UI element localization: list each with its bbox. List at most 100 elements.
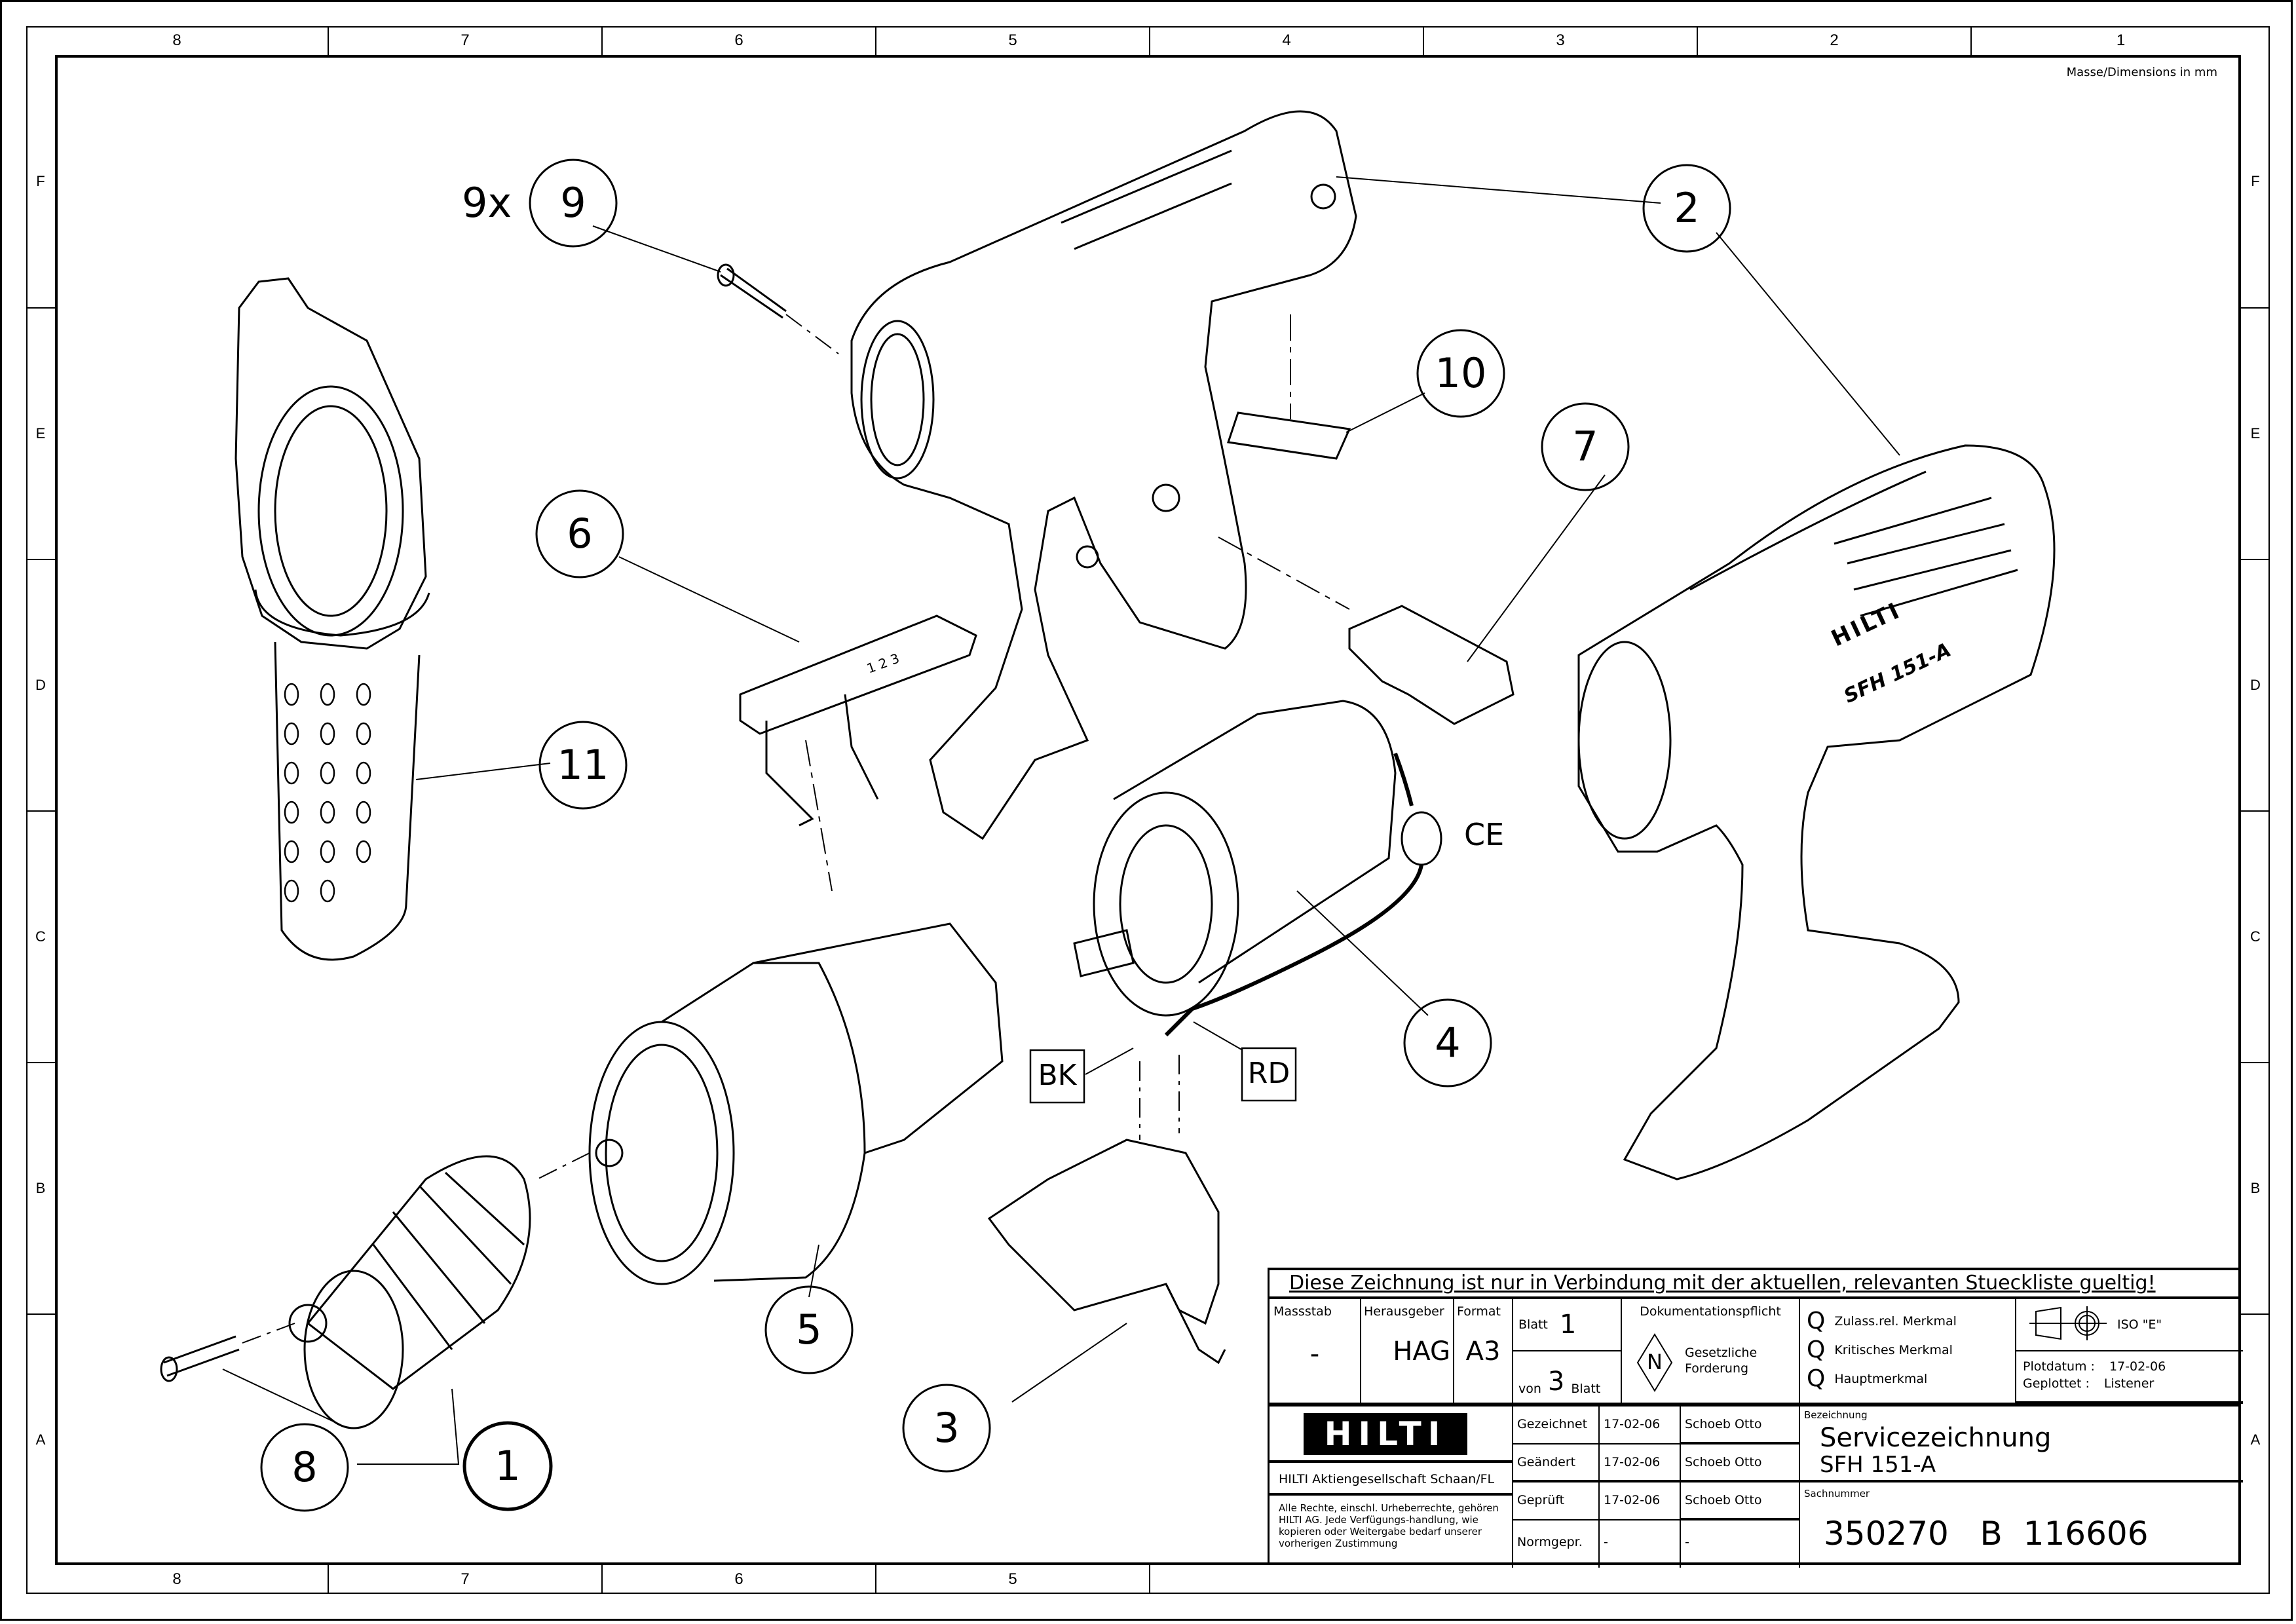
zone-col-4: 4 — [1150, 26, 1424, 55]
massstab-value: - — [1309, 1339, 1320, 1369]
zone-row-A: A — [35, 1431, 46, 1448]
wire-label-bk: BK — [1038, 1059, 1077, 1092]
plotdatum-value: 17-02-06 — [2109, 1359, 2166, 1374]
callout-9: 9 — [560, 179, 586, 227]
signoff-date: - — [1600, 1520, 1681, 1568]
callout-circle-5 — [764, 1285, 854, 1374]
zone-rows-left: F E D C B A — [26, 55, 55, 1565]
herausgeber-value: HAG — [1393, 1336, 1450, 1367]
callout-circle-8 — [260, 1423, 349, 1512]
format-value: A3 — [1465, 1336, 1501, 1367]
callout-circle-9 — [529, 159, 618, 248]
sachnummer-cell: Sachnummer 350270 B 116606 — [1800, 1482, 2243, 1568]
bezeichnung-label: Bezeichnung — [1804, 1409, 1868, 1421]
zone-col-6: 6 — [603, 1565, 876, 1594]
callout-1: 1 — [495, 1442, 521, 1490]
zone-col-6: 6 — [603, 26, 876, 55]
zone-col-3: 3 — [1424, 26, 1698, 55]
callout-4: 4 — [1435, 1019, 1461, 1067]
callout-2: 2 — [1674, 184, 1700, 232]
leader-lines — [222, 176, 1900, 1465]
doku-text: Gesetzliche Forderung — [1685, 1346, 1758, 1376]
zone-row-B: B — [2241, 1063, 2270, 1315]
gearbox-part — [536, 922, 1004, 1285]
von-cell: von 3 Blatt — [1513, 1351, 1622, 1404]
signoff-name: Schoeb Otto — [1681, 1407, 1800, 1445]
signoff-role: Normgepr. — [1513, 1520, 1600, 1568]
sheet-zone-border — [26, 26, 2270, 1594]
housing-half-part — [850, 110, 1357, 840]
side-handle-part — [235, 277, 430, 961]
projection-label: ISO "E" — [2117, 1317, 2162, 1332]
callout-circle-11 — [538, 721, 628, 810]
massstab-label: Massstab — [1273, 1304, 1332, 1319]
drawing-frame — [55, 55, 2241, 1565]
switch-part — [987, 1055, 1226, 1365]
zone-rows-right: F E D C B A — [2241, 55, 2270, 1565]
callout-3: 3 — [933, 1404, 960, 1452]
zone-row-D: D — [26, 560, 55, 812]
zone-row-F: F — [2241, 55, 2270, 309]
callout-5: 5 — [796, 1306, 822, 1353]
screw-part — [717, 263, 839, 354]
title-block-divider — [1270, 1404, 2241, 1407]
zone-row-E: E — [26, 309, 55, 560]
callout-circle-10 — [1416, 329, 1505, 418]
merkmal-row: Q Kritisches Merkmal — [1807, 1336, 2008, 1365]
zone-col-1: 1 — [2116, 31, 2126, 49]
merkmal-q-icon: Q — [1807, 1308, 1826, 1334]
callout-10: 10 — [1435, 349, 1487, 397]
bezeichnung-line2: SFH 151-A — [1820, 1452, 1936, 1478]
chuck-part — [288, 1155, 531, 1429]
blatt-value: 1 — [1559, 1310, 1577, 1340]
wire-label-rd: RD — [1247, 1057, 1290, 1090]
format-label: Format — [1457, 1304, 1501, 1319]
zone-col-7: 7 — [329, 26, 603, 55]
zone-col-8: 8 — [26, 1565, 329, 1594]
callout-circle-3 — [902, 1384, 991, 1473]
zone-col-5: 5 — [876, 26, 1150, 55]
title-block-notice: Diese Zeichnung ist nur in Verbindung mi… — [1270, 1270, 2241, 1299]
callout-9-qty: 9x — [462, 179, 512, 227]
bezeichnung-line1: Servicezeichnung — [1820, 1423, 2052, 1453]
wire-label-ce: CE — [1464, 817, 1505, 852]
format-cell: Format A3 — [1454, 1299, 1513, 1404]
title-block: Diese Zeichnung ist nur in Verbindung mi… — [1268, 1268, 2243, 1568]
zone-columns-bottom: 8 7 6 5 — [26, 1565, 2270, 1594]
zone-col-5: 5 — [876, 1565, 1150, 1594]
logo-cell: HILTI — [1270, 1407, 1513, 1463]
signoff-date: 17-02-06 — [1600, 1407, 1681, 1445]
von-value: 3 — [1547, 1367, 1565, 1397]
plot-cell: Plotdatum :17-02-06 Geplottet :Listener — [2016, 1351, 2243, 1404]
callout-8: 8 — [292, 1443, 318, 1491]
merkmal-row: Q Zulass.rel. Merkmal — [1807, 1307, 2008, 1336]
sachnummer-label: Sachnummer — [1804, 1488, 1870, 1500]
callout-circles — [260, 159, 1731, 1512]
merkmal-label: Kritisches Merkmal — [1834, 1343, 1953, 1357]
signoff-role: Gezeichnet — [1513, 1407, 1600, 1445]
merkmal-row: Q Hauptmerkmal — [1807, 1365, 2008, 1393]
zone-row-A: A — [2250, 1431, 2261, 1448]
doku-diamond-icon: N — [1636, 1333, 1673, 1392]
bk-box — [1029, 1049, 1085, 1104]
switch-contact-part — [739, 614, 977, 892]
housing-complete-part — [1577, 444, 2056, 1180]
signoff-role: Geprüft — [1513, 1482, 1600, 1520]
callout-circle-1 — [462, 1421, 553, 1511]
motor-part — [1073, 700, 1442, 1037]
company-name: HILTI Aktiengesellschaft Schaan/FL — [1270, 1463, 1513, 1496]
zone-row-C: C — [2241, 812, 2270, 1063]
clip-part — [1218, 537, 1515, 725]
signoff-date: 17-02-06 — [1600, 1482, 1681, 1520]
rd-box — [1241, 1047, 1297, 1102]
projection-cell: ISO "E" — [2016, 1299, 2243, 1351]
merkmal-label: Zulass.rel. Merkmal — [1834, 1314, 1957, 1329]
zone-col-7: 7 — [329, 1565, 603, 1594]
callout-11: 11 — [557, 741, 609, 789]
zone-row-B: B — [26, 1063, 55, 1315]
rights-notice: Alle Rechte, einschl. Urheberrechte, geh… — [1270, 1496, 1513, 1568]
bezeichnung-cell: Bezeichnung Servicezeichnung SFH 151-A — [1800, 1407, 2243, 1482]
herausgeber-label: Herausgeber — [1364, 1304, 1444, 1319]
